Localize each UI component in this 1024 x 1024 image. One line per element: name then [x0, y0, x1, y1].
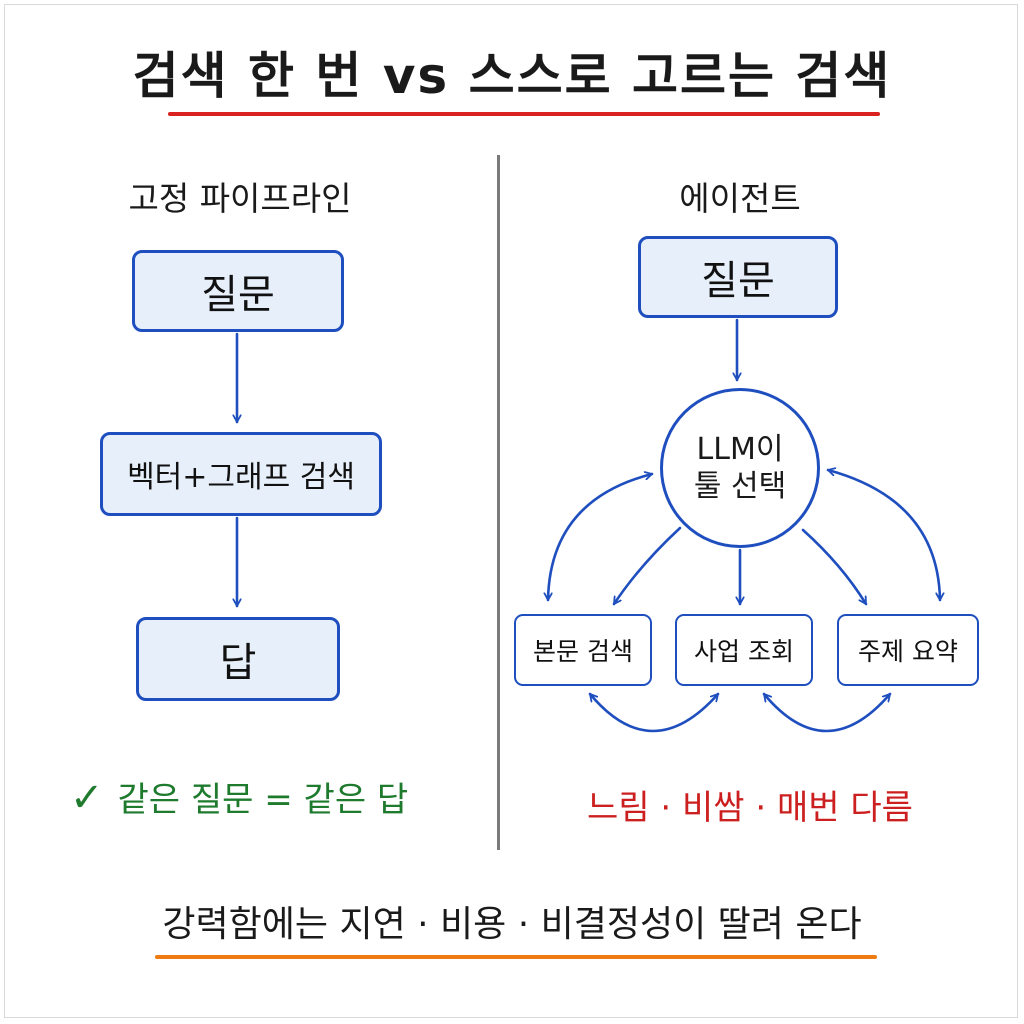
column-divider [497, 155, 500, 850]
loop-left-outer [548, 474, 654, 602]
tool-topic-summary: 주제 요약 [837, 614, 979, 686]
loop-right-outer [826, 470, 940, 602]
left-answer-box: 답 [136, 617, 340, 701]
footer-caption: 강력함에는 지연 · 비용 · 비결정성이 딸려 온다 [162, 904, 862, 945]
check-icon: ✓ [70, 775, 104, 821]
left-search-box: 벡터+그래프 검색 [100, 432, 382, 516]
arrow-llm-to-body-search [612, 526, 682, 606]
llm-label-line2: 툴 선택 [693, 469, 787, 504]
left-note-text: 같은 질문 = 같은 답 [117, 780, 409, 820]
title-underline [168, 112, 880, 116]
arrow-llm-to-topic-summary [801, 528, 868, 606]
right-note: 느림 · 비쌈 · 매번 다름 [587, 788, 913, 828]
llm-tool-select-node: LLM이 툴 선택 [660, 388, 820, 548]
left-note: ✓ 같은 질문 = 같은 답 [70, 772, 430, 821]
right-heading: 에이전트 [679, 179, 801, 218]
tool-body-search: 본문 검색 [514, 614, 652, 686]
left-question-box: 질문 [132, 250, 344, 332]
loop-body-business [588, 692, 720, 733]
page-title: 검색 한 번 vs 스스로 고르는 검색 [132, 47, 892, 105]
loop-business-summary [762, 692, 892, 733]
right-question-box: 질문 [638, 236, 838, 318]
tool-business-lookup: 사업 조회 [675, 614, 813, 686]
canvas-frame [4, 4, 1018, 1018]
left-heading: 고정 파이프라인 [128, 179, 352, 218]
llm-label-line1: LLM이 [696, 431, 784, 467]
footer-underline [155, 955, 877, 959]
